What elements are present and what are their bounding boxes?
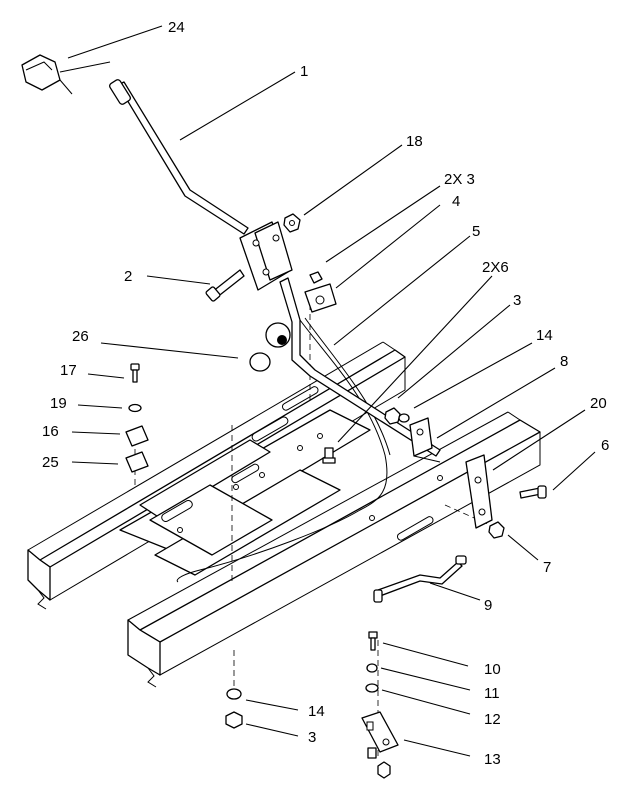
shift-lever [109, 79, 249, 235]
callout-8: 8 [560, 353, 568, 370]
mount-bracket [465, 454, 493, 529]
callout-25: 25 [42, 454, 59, 471]
retainer-16 [125, 425, 149, 447]
callout-24: 24 [168, 19, 185, 36]
cross-plate [119, 386, 443, 576]
callout-4: 4 [452, 193, 460, 210]
bolt-6 [519, 485, 547, 499]
callout-3-lower: 3 [308, 729, 316, 746]
lift-cable [176, 319, 388, 583]
callout-18: 18 [406, 133, 423, 150]
nut-3-lower [225, 711, 243, 729]
callout-5: 5 [472, 223, 480, 240]
bolt-2x6 [322, 447, 336, 464]
callout-3-upper: 3 [513, 292, 521, 309]
retainer-25 [125, 451, 149, 473]
washer-12 [365, 683, 379, 693]
callout-6: 6 [601, 437, 609, 454]
callout-14-lower: 14 [308, 703, 325, 720]
shaft-bracket [409, 417, 441, 463]
callout-19: 19 [50, 395, 67, 412]
nut-3-upper [384, 407, 401, 425]
callout-7: 7 [543, 559, 551, 576]
callout-2x3: 2X 3 [444, 171, 475, 188]
lever-arm [279, 277, 441, 457]
callout-9: 9 [484, 597, 492, 614]
bolt-2 [205, 269, 245, 302]
pivot-bracket [239, 221, 293, 291]
washer-14-upper [398, 413, 410, 423]
bushing-26 [249, 322, 291, 372]
callout-16: 16 [42, 423, 59, 440]
callout-12: 12 [484, 711, 501, 728]
bolt-10 [368, 631, 378, 651]
control-rod [373, 555, 467, 603]
callout-14-upper: 14 [536, 327, 553, 344]
callout-17: 17 [60, 362, 77, 379]
callout-11: 11 [484, 685, 500, 702]
washer-11 [366, 663, 378, 673]
nut-7 [488, 521, 505, 539]
callout-labels: 24 1 18 2X 3 4 5 2X6 2 3 14 26 8 17 20 1… [42, 19, 609, 768]
bolt-17 [130, 363, 140, 383]
washer-14-lower [226, 688, 242, 700]
cable-clamp-4 [304, 271, 337, 313]
callout-2x6: 2X6 [482, 259, 509, 276]
washer-19 [128, 403, 142, 413]
callout-20: 20 [590, 395, 607, 412]
callout-10: 10 [484, 661, 501, 678]
callout-1: 1 [300, 63, 308, 80]
shift-knob [21, 54, 111, 95]
link-plate [361, 711, 399, 753]
nut-18 [283, 213, 301, 233]
callout-13: 13 [484, 751, 501, 768]
callout-2: 2 [124, 268, 132, 285]
leader-lines [67, 25, 596, 757]
callout-26: 26 [72, 328, 89, 345]
